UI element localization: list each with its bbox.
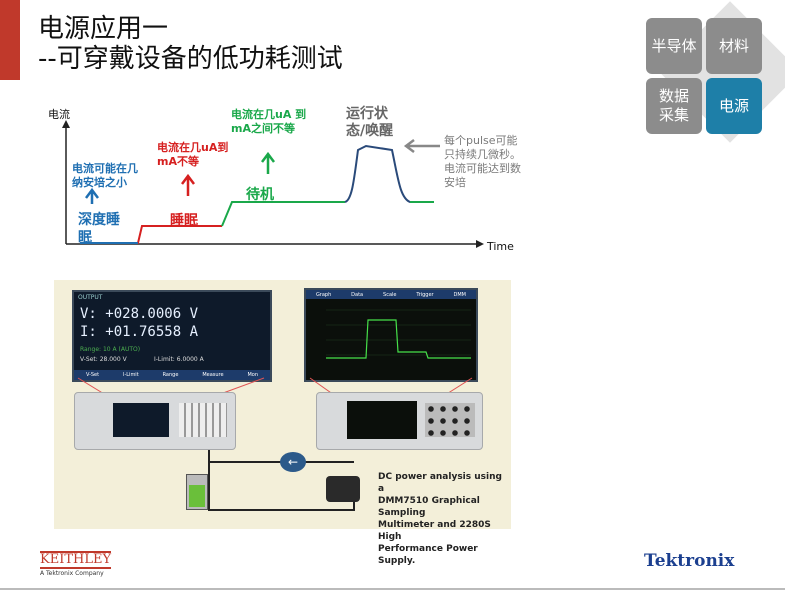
current-diagram	[62, 120, 484, 248]
current-direction-icon: ←	[280, 452, 306, 472]
dmm-screen-zoom: Graph Data Scale Trigger DMM	[304, 288, 478, 382]
footer-divider	[0, 588, 785, 590]
psu-range: Range: 10 A (AUTO)	[80, 346, 141, 353]
dmm-tab-dmm[interactable]: DMM	[453, 291, 466, 298]
psu-voltage-readout: V: +028.0006 V	[80, 306, 199, 322]
psu-menu-ilimit[interactable]: I-Limit	[122, 372, 139, 378]
x-axis-arrow	[476, 240, 484, 248]
deep-sleep-label: 深度睡 眠	[78, 212, 120, 246]
photo-caption: DC power analysis using a DMM7510 Graphi…	[378, 472, 502, 566]
tile-materials[interactable]: 材料	[706, 18, 762, 74]
dmm-waveform	[326, 309, 471, 359]
psu-front-screen	[113, 403, 169, 437]
instrument-photo: OUTPUT V: +028.0006 V I: +01.76558 A Ran…	[54, 280, 511, 566]
standby-trace	[221, 201, 345, 227]
dmm-terminals	[425, 403, 475, 437]
dmm-tab-graph[interactable]: Graph	[315, 291, 332, 298]
power-supply-2280s	[74, 392, 236, 450]
sleep-arrow-icon	[181, 173, 195, 196]
y-axis-arrow	[62, 120, 70, 128]
dmm-front-screen	[347, 401, 417, 439]
active-pulse-trace	[344, 144, 434, 203]
psu-menu-range[interactable]: Range	[162, 372, 179, 378]
accent-bar	[0, 0, 20, 80]
standby-note: 电流在几uA 到 mA之间不等	[231, 108, 307, 135]
deep-sleep-note: 电流可能在几 纳安培之小	[72, 162, 138, 189]
pulse-arrow-icon	[403, 139, 440, 153]
psu-vset: V-Set: 28.000 V	[80, 356, 127, 363]
x-axis-label: Time	[487, 240, 514, 253]
active-label: 运行状 态/唤醒	[346, 106, 394, 139]
psu-menu-vset[interactable]: V-Set	[85, 372, 100, 378]
psu-output-label: OUTPUT	[78, 294, 103, 301]
smartwatch-icon	[326, 476, 360, 502]
keithley-logo: KEITHLEY A Tektronix Company	[40, 551, 112, 577]
psu-menu-mon[interactable]: Mon	[247, 372, 258, 378]
psu-current-readout: I: +01.76558 A	[80, 324, 199, 340]
psu-keypad	[179, 403, 227, 437]
dmm-tab-scale[interactable]: Scale	[383, 291, 397, 298]
battery-icon	[186, 474, 208, 510]
title-line-1: 电源应用一	[38, 14, 169, 44]
sleep-label: 睡眠	[170, 213, 198, 229]
tile-semiconductor[interactable]: 半导体	[646, 18, 702, 74]
dmm-tab-bar: Graph Data Scale Trigger DMM	[306, 290, 476, 299]
standby-label: 待机	[246, 187, 274, 203]
psu-screen-zoom: OUTPUT V: +028.0006 V I: +01.76558 A Ran…	[72, 290, 272, 382]
deep-sleep-arrow-icon	[85, 187, 99, 204]
sleep-note: 电流在几uA到 mA不等	[157, 141, 229, 168]
psu-menu-measure[interactable]: Measure	[202, 372, 224, 378]
dmm-tab-data[interactable]: Data	[351, 291, 364, 298]
psu-ilimit: I-Limit: 6.0000 A	[154, 356, 204, 363]
slide-title: 电源应用一 --可穿戴设备的低功耗测试	[38, 14, 343, 74]
keithley-brand: KEITHLEY	[40, 551, 112, 569]
dmm-tab-trigger[interactable]: Trigger	[416, 291, 434, 298]
y-axis-label: 电流	[48, 108, 70, 121]
tile-data-acquisition[interactable]: 数据 采集	[646, 78, 702, 134]
tektronix-logo: Tektronix	[644, 551, 735, 571]
standby-arrow-icon	[261, 151, 275, 174]
title-line-2: --可穿戴设备的低功耗测试	[38, 44, 343, 74]
psu-menu-bar: V-Set I-Limit Range Measure Mon	[74, 370, 270, 380]
pulse-note: 每个pulse可能 只持续几微秒。 电流可能达到数 安培	[444, 134, 521, 189]
multimeter-dmm7510	[316, 392, 483, 450]
tile-power[interactable]: 电源	[706, 78, 762, 134]
keithley-sub: A Tektronix Company	[40, 570, 104, 577]
